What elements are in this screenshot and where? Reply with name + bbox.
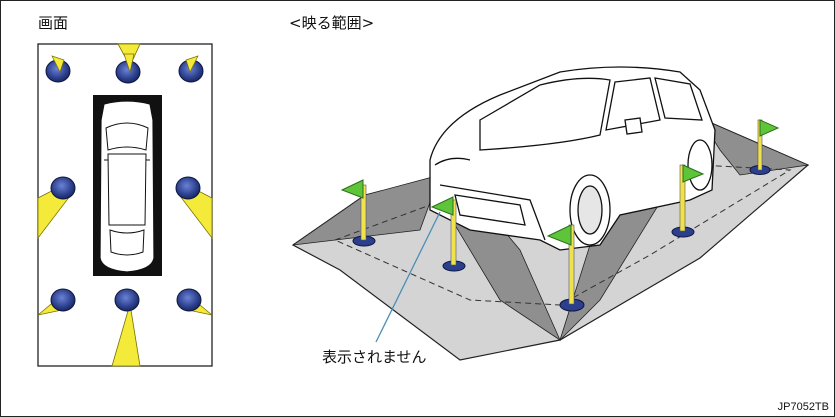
- sensor-front-right: [178, 55, 204, 83]
- sensor-front-left: [45, 55, 71, 83]
- marker-poles: [340, 119, 780, 312]
- pole-front-right: [546, 224, 585, 312]
- figure-code: JP7052TB: [777, 401, 829, 413]
- sensor-rear-center: [114, 288, 140, 312]
- pole-side-right: [671, 164, 705, 238]
- beam-rear-center: [111, 303, 141, 367]
- screen-label: 画面: [38, 14, 69, 32]
- sensors: [45, 53, 204, 312]
- car-top-view: [93, 95, 162, 276]
- callout-line: [375, 211, 441, 343]
- pole-front-near: [430, 196, 466, 272]
- sensor-right-mid: [175, 176, 201, 200]
- sensor-left-mid: [50, 176, 76, 200]
- visible-range-label: <映る範囲>: [289, 14, 375, 32]
- car-perspective: [429, 66, 716, 251]
- not-displayed-label: 表示されません: [322, 348, 427, 366]
- pole-front-left: [340, 179, 376, 247]
- sensor-rear-left: [50, 288, 76, 312]
- sensor-front-center: [115, 53, 141, 84]
- sensor-rear-right: [176, 288, 202, 312]
- pole-rear-right: [749, 119, 780, 175]
